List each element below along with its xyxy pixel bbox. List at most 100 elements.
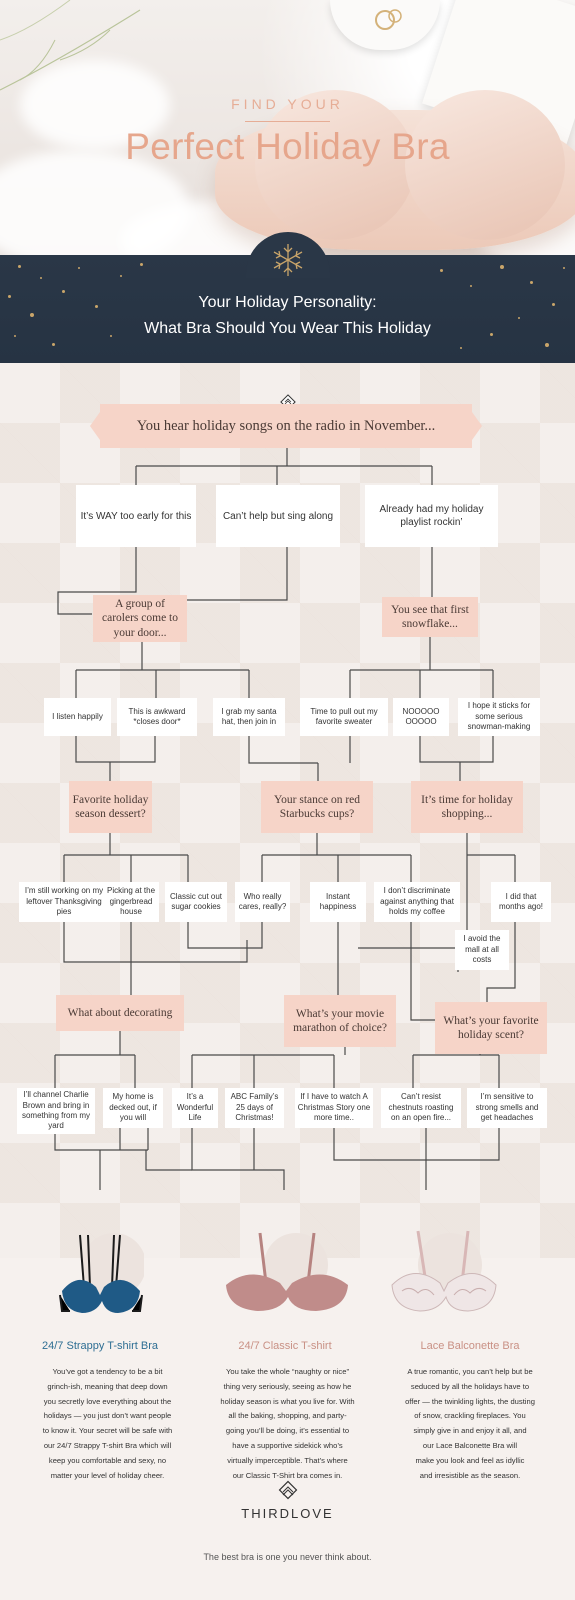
- confetti-dot: [18, 265, 21, 268]
- thirdlove-logo-icon: [278, 1480, 298, 1500]
- question-carolers: A group of carolers come to your door...: [93, 595, 187, 642]
- desc-line: You take the whole “naughty or nice”: [226, 1367, 349, 1376]
- answer-gingerbread: Picking at the gingerbread house: [103, 882, 159, 922]
- answer-instant-happiness: Instant happiness: [310, 882, 366, 922]
- bra-name-strappy: 24/7 Strappy T-shirt Bra: [42, 1340, 158, 1352]
- confetti-dot: [120, 275, 122, 277]
- desc-line: thing very seriously, seeing as how he: [223, 1381, 352, 1391]
- confetti-dot: [78, 267, 80, 269]
- answer-listen-happily: I listen happily: [44, 698, 111, 736]
- rings-icon: [375, 9, 402, 30]
- banner-title-line2: What Bra Should You Wear This Holiday: [144, 320, 431, 337]
- question-shopping: It’s time for holiday shopping...: [411, 781, 523, 833]
- answer-chestnuts: Can’t resist chestnuts roasting on an op…: [381, 1088, 461, 1128]
- bra-description-classic: You take the whole “naughty or nice” thi…: [200, 1365, 375, 1483]
- brand-wordmark: THIRDLOVE: [241, 1506, 334, 1521]
- hero-title: Perfect Holiday Bra: [125, 126, 450, 167]
- answer-decked-out: My home is decked out, if you will: [103, 1088, 163, 1128]
- question-holiday-scent: What’s your favorite holiday scent?: [435, 1002, 547, 1054]
- desc-line: A true romantic, you can’t help but be: [407, 1367, 533, 1376]
- answer-sugar-cookies: Classic cut out sugar cookies: [165, 882, 227, 922]
- answer-too-early: It’s WAY too early for this: [76, 485, 196, 547]
- desc-line: seduced by all the holidays have to: [410, 1381, 530, 1391]
- desc-line: all the baking, shopping, and party-: [228, 1411, 347, 1421]
- desc-line: you secretly love everything about the: [43, 1396, 172, 1406]
- confetti-dot: [62, 290, 65, 293]
- snowflake-icon: [273, 244, 303, 276]
- leaf-branch-icon: [0, 0, 141, 91]
- desc-line: matter your level of holiday cheer.: [50, 1470, 165, 1480]
- confetti-dot: [440, 269, 443, 272]
- lace-bra-icon: [391, 1230, 497, 1312]
- question-radio-songs: You hear holiday songs on the radio in N…: [100, 404, 472, 448]
- confetti-dot: [563, 267, 565, 269]
- desc-line: and irresistible as the season.: [419, 1470, 521, 1480]
- confetti-dot: [545, 343, 549, 347]
- desc-line: of snow, crackling fireplaces. You: [414, 1411, 526, 1421]
- confetti-dot: [490, 333, 493, 336]
- bra-name-classic: 24/7 Classic T-shirt: [238, 1340, 332, 1352]
- answer-nooooo: NOOOOO OOOOO: [393, 698, 449, 736]
- desc-line: offer — the twinkling lights, the dustin…: [405, 1396, 535, 1406]
- hero-kicker: FIND YOUR: [231, 96, 344, 112]
- desc-line: to know it. Your secret will be safe wit…: [42, 1426, 173, 1436]
- confetti-dot: [530, 281, 533, 284]
- confetti-dot: [14, 335, 16, 337]
- desc-line: You’ve got a tendency to be a bit: [52, 1367, 163, 1376]
- hero-divider: [245, 121, 330, 122]
- confetti-dot: [110, 335, 112, 337]
- answer-holds-coffee: I don’t discriminate against anything th…: [374, 882, 460, 922]
- bra-cup: [405, 90, 565, 240]
- confetti-dot: [460, 347, 462, 349]
- brand-tagline: The best bra is one you never think abou…: [203, 1552, 372, 1562]
- confetti-dot: [470, 285, 472, 287]
- strappy-bra-icon: [59, 1233, 144, 1313]
- desc-line: our Lace Balconette Bra will: [422, 1440, 518, 1450]
- answer-thanksgiving-pies: I’m still working on my leftover Thanksg…: [19, 882, 109, 922]
- confetti-dot: [552, 303, 555, 306]
- question-dessert: Favorite holiday season dessert?: [69, 781, 152, 833]
- jewelry-dish: [330, 0, 440, 50]
- question-snowflake: You see that first snowflake...: [382, 597, 478, 637]
- confetti-dot: [30, 313, 34, 317]
- desc-line: going you’ll be doing, it’s essential to: [225, 1426, 350, 1436]
- answer-closes-door: This is awkward *closes door*: [117, 698, 197, 736]
- answer-sing-along: Can’t help but sing along: [216, 485, 340, 547]
- answer-christmas-story: If I have to watch A Christmas Story one…: [295, 1088, 373, 1128]
- answer-abc-family: ABC Family’s 25 days of Christmas!: [225, 1088, 284, 1128]
- confetti-dot: [140, 263, 143, 266]
- desc-line: grinch-ish, meaning that deep down: [47, 1381, 168, 1391]
- confetti-dot: [8, 295, 11, 298]
- bra-description-strappy: You’ve got a tendency to be a bit grinch…: [20, 1365, 195, 1483]
- desc-line: simply give in and enjoy it all, and: [413, 1426, 527, 1436]
- desc-line: holidays — you just don’t want people: [43, 1411, 172, 1421]
- bra-cup: [255, 90, 415, 240]
- confetti-dot: [500, 265, 504, 269]
- answer-favorite-sweater: Time to pull out my favorite sweater: [300, 698, 388, 736]
- confetti-dot: [52, 343, 55, 346]
- confetti-dot: [95, 305, 98, 308]
- answer-months-ago: I did that months ago!: [491, 882, 551, 922]
- confetti-dot: [40, 277, 42, 279]
- bra-name-lace: Lace Balconette Bra: [420, 1340, 520, 1352]
- desc-line: have a supportive sidekick who’s: [232, 1440, 343, 1450]
- answer-avoid-mall: I avoid the mall at all costs: [455, 930, 509, 970]
- hero-section: FIND YOUR Perfect Holiday Bra: [0, 0, 575, 255]
- answer-sensitive-smells: I’m sensitive to strong smells and get h…: [467, 1088, 547, 1128]
- question-starbucks: Your stance on red Starbucks cups?: [261, 781, 373, 833]
- answer-who-cares: Who really cares, really?: [235, 882, 290, 922]
- results-section: [0, 1258, 575, 1600]
- banner-title-line1: Your Holiday Personality:: [198, 294, 377, 311]
- question-decorating: What about decorating: [56, 995, 184, 1031]
- answer-charlie-brown: I’ll channel Charlie Brown and bring in …: [17, 1088, 95, 1134]
- desc-line: keep you comfortable and sexy, no: [48, 1455, 167, 1465]
- desc-line: our 24/7 Strappy T-shirt Bra which will: [43, 1440, 172, 1450]
- bra-description-lace: A true romantic, you can’t help but be s…: [380, 1365, 560, 1483]
- desc-line: virtually imperceptible. That’s where: [227, 1455, 348, 1465]
- classic-bra-icon: [226, 1232, 348, 1311]
- desc-line: make you look and feel as idyllic: [415, 1455, 525, 1465]
- fur-texture: [20, 60, 170, 150]
- answer-wonderful-life: It’s a Wonderful Life: [172, 1088, 218, 1128]
